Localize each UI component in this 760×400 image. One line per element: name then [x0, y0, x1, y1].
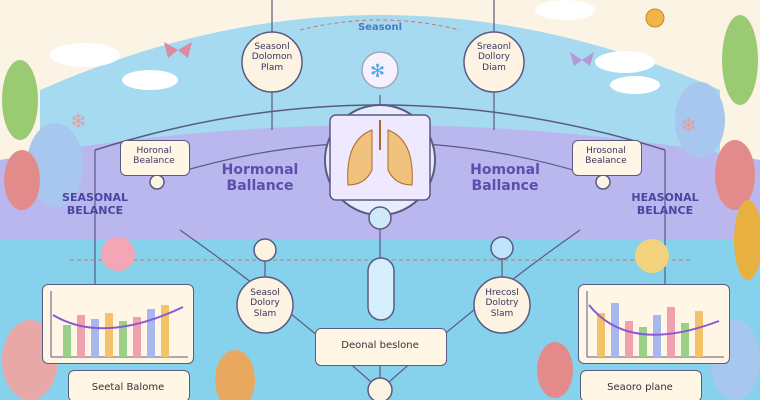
lungs-icon	[347, 129, 373, 186]
lower-right-node-circle	[473, 276, 531, 334]
title-right: Homonal Ballance	[470, 162, 540, 195]
tree-left	[27, 123, 83, 207]
upper-left-node-label: Seasonl Dolomon Plam	[251, 42, 293, 73]
mid-right-label: Hrosonal Bealance	[585, 146, 627, 167]
upper-right-node-circle	[463, 31, 525, 93]
center-box	[315, 328, 447, 366]
right-chart-panel	[578, 284, 730, 364]
lower-right-node-label: Hrecosl Dolotry Slam	[485, 288, 519, 319]
top-label: Seasonl	[357, 22, 403, 33]
tree-right	[675, 82, 725, 158]
bottom-right-label: Seaoro plane	[607, 382, 673, 393]
capsule-icon	[367, 257, 395, 321]
side-left-label: SEASONAL BELANCE	[62, 191, 128, 217]
sun-icon	[645, 8, 665, 28]
bottom-right-box	[580, 370, 702, 400]
lower-left-node-label: Seasol Dolory Slam	[250, 288, 280, 319]
bottom-left-label: Seetal Balome	[91, 382, 165, 393]
snowflake-icon: ✻	[370, 61, 385, 82]
snowflake-icon: ❄	[680, 113, 697, 137]
mid-right-box	[572, 140, 642, 176]
upper-left-node-circle	[241, 31, 303, 93]
center-box-label: Deonal beslone	[341, 340, 419, 351]
bottom-left-box	[68, 370, 190, 400]
snowflake-icon: ❄	[70, 109, 87, 133]
lower-left-node-circle	[236, 276, 294, 334]
butterfly-icon	[164, 42, 192, 58]
side-right-label: HEASONAL BELANCE	[631, 191, 699, 217]
butterfly-icon	[570, 52, 594, 66]
pink-ball-icon	[101, 237, 135, 271]
yellow-ball-icon	[635, 239, 669, 273]
mid-left-label: Horonal Bealance	[133, 146, 175, 167]
title-left: Hormonal Ballance	[221, 162, 299, 195]
mid-left-box	[120, 140, 190, 176]
left-chart-panel	[42, 284, 194, 364]
upper-right-node-label: Sreaonl Dollory Diam	[477, 42, 511, 73]
